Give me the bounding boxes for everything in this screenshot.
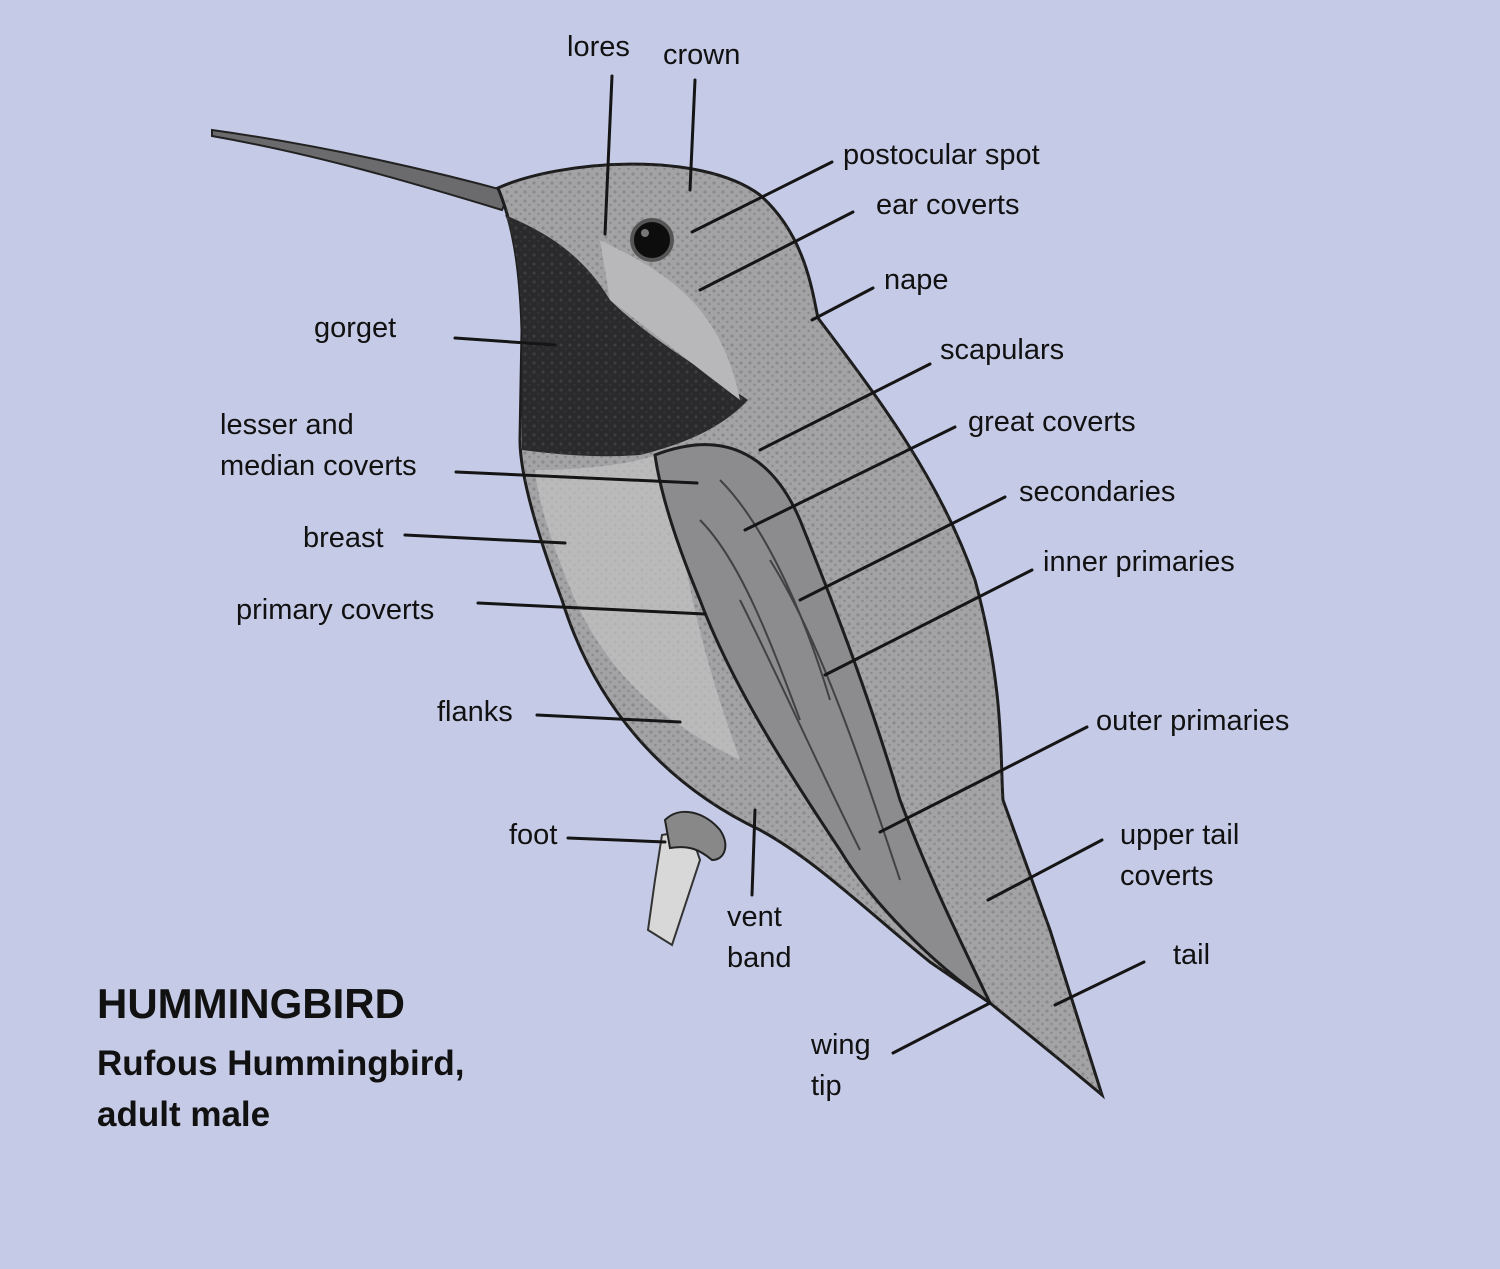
label-great-coverts: great coverts — [968, 406, 1136, 438]
leader-tail — [1053, 960, 1146, 1007]
diagram-subtitle-line2: adult male — [97, 1095, 270, 1134]
label-wing-tip-line2: tip — [811, 1070, 842, 1102]
leader-lesser-median-coverts — [454, 470, 699, 485]
breast-patch — [535, 450, 740, 760]
label-postocular-spot: postocular spot — [843, 139, 1040, 171]
leader-breast — [403, 533, 567, 545]
foot-claw — [663, 810, 727, 862]
leader-primary-coverts — [476, 601, 707, 616]
leader-flanks — [535, 713, 682, 724]
label-crown: crown — [663, 39, 740, 71]
eye — [630, 218, 674, 262]
leader-inner-primaries — [823, 568, 1034, 677]
label-foot: foot — [509, 819, 557, 851]
leader-postocular-spot — [690, 160, 834, 234]
label-primary-coverts: primary coverts — [236, 594, 434, 626]
diagram-title: HUMMINGBIRD — [97, 980, 405, 1027]
label-lesser-median-coverts-line1: lesser and — [220, 409, 354, 441]
label-nape: nape — [884, 264, 949, 296]
leader-vent-band — [750, 808, 757, 897]
label-wing-tip-line1: wing — [810, 1029, 871, 1061]
label-ear-coverts: ear coverts — [876, 189, 1019, 221]
leader-foot — [566, 836, 667, 844]
leader-upper-tail-coverts — [986, 838, 1104, 902]
leader-wing-tip — [891, 1001, 992, 1055]
leader-gorget — [453, 336, 557, 347]
leader-scapulars — [758, 362, 932, 452]
title-block: HUMMINGBIRD Rufous Hummingbird, adult ma… — [97, 980, 464, 1134]
leader-great-coverts — [743, 425, 957, 532]
leader-crown — [688, 78, 697, 192]
leader-ear-coverts — [698, 210, 855, 292]
wing — [653, 443, 994, 1008]
label-flanks: flanks — [437, 696, 513, 728]
leader-lores — [603, 74, 614, 236]
label-breast: breast — [303, 522, 384, 554]
label-outer-primaries: outer primaries — [1096, 705, 1289, 737]
label-secondaries: secondaries — [1019, 476, 1175, 508]
leader-nape — [810, 286, 875, 322]
beak — [211, 128, 512, 212]
label-scapulars: scapulars — [940, 334, 1064, 366]
leader-lines — [403, 74, 1146, 1055]
leader-secondaries — [798, 495, 1007, 602]
label-lesser-median-coverts-line2: median coverts — [220, 450, 417, 482]
label-vent-band-line2: band — [727, 942, 792, 974]
label-tail: tail — [1173, 939, 1210, 971]
ear-coverts-patch — [600, 240, 740, 400]
label-upper-tail-coverts-line1: upper tail — [1120, 819, 1239, 851]
label-gorget: gorget — [314, 312, 396, 344]
leader-outer-primaries — [878, 725, 1089, 834]
labels: lores crown postocular spot ear coverts … — [220, 31, 1289, 1102]
label-lores: lores — [567, 31, 630, 63]
label-upper-tail-coverts-line2: coverts — [1120, 860, 1213, 892]
label-vent-band-line1: vent — [727, 901, 782, 933]
label-inner-primaries: inner primaries — [1043, 546, 1235, 578]
diagram-subtitle-line1: Rufous Hummingbird, — [97, 1044, 464, 1083]
bird-illustration — [211, 128, 1105, 1100]
